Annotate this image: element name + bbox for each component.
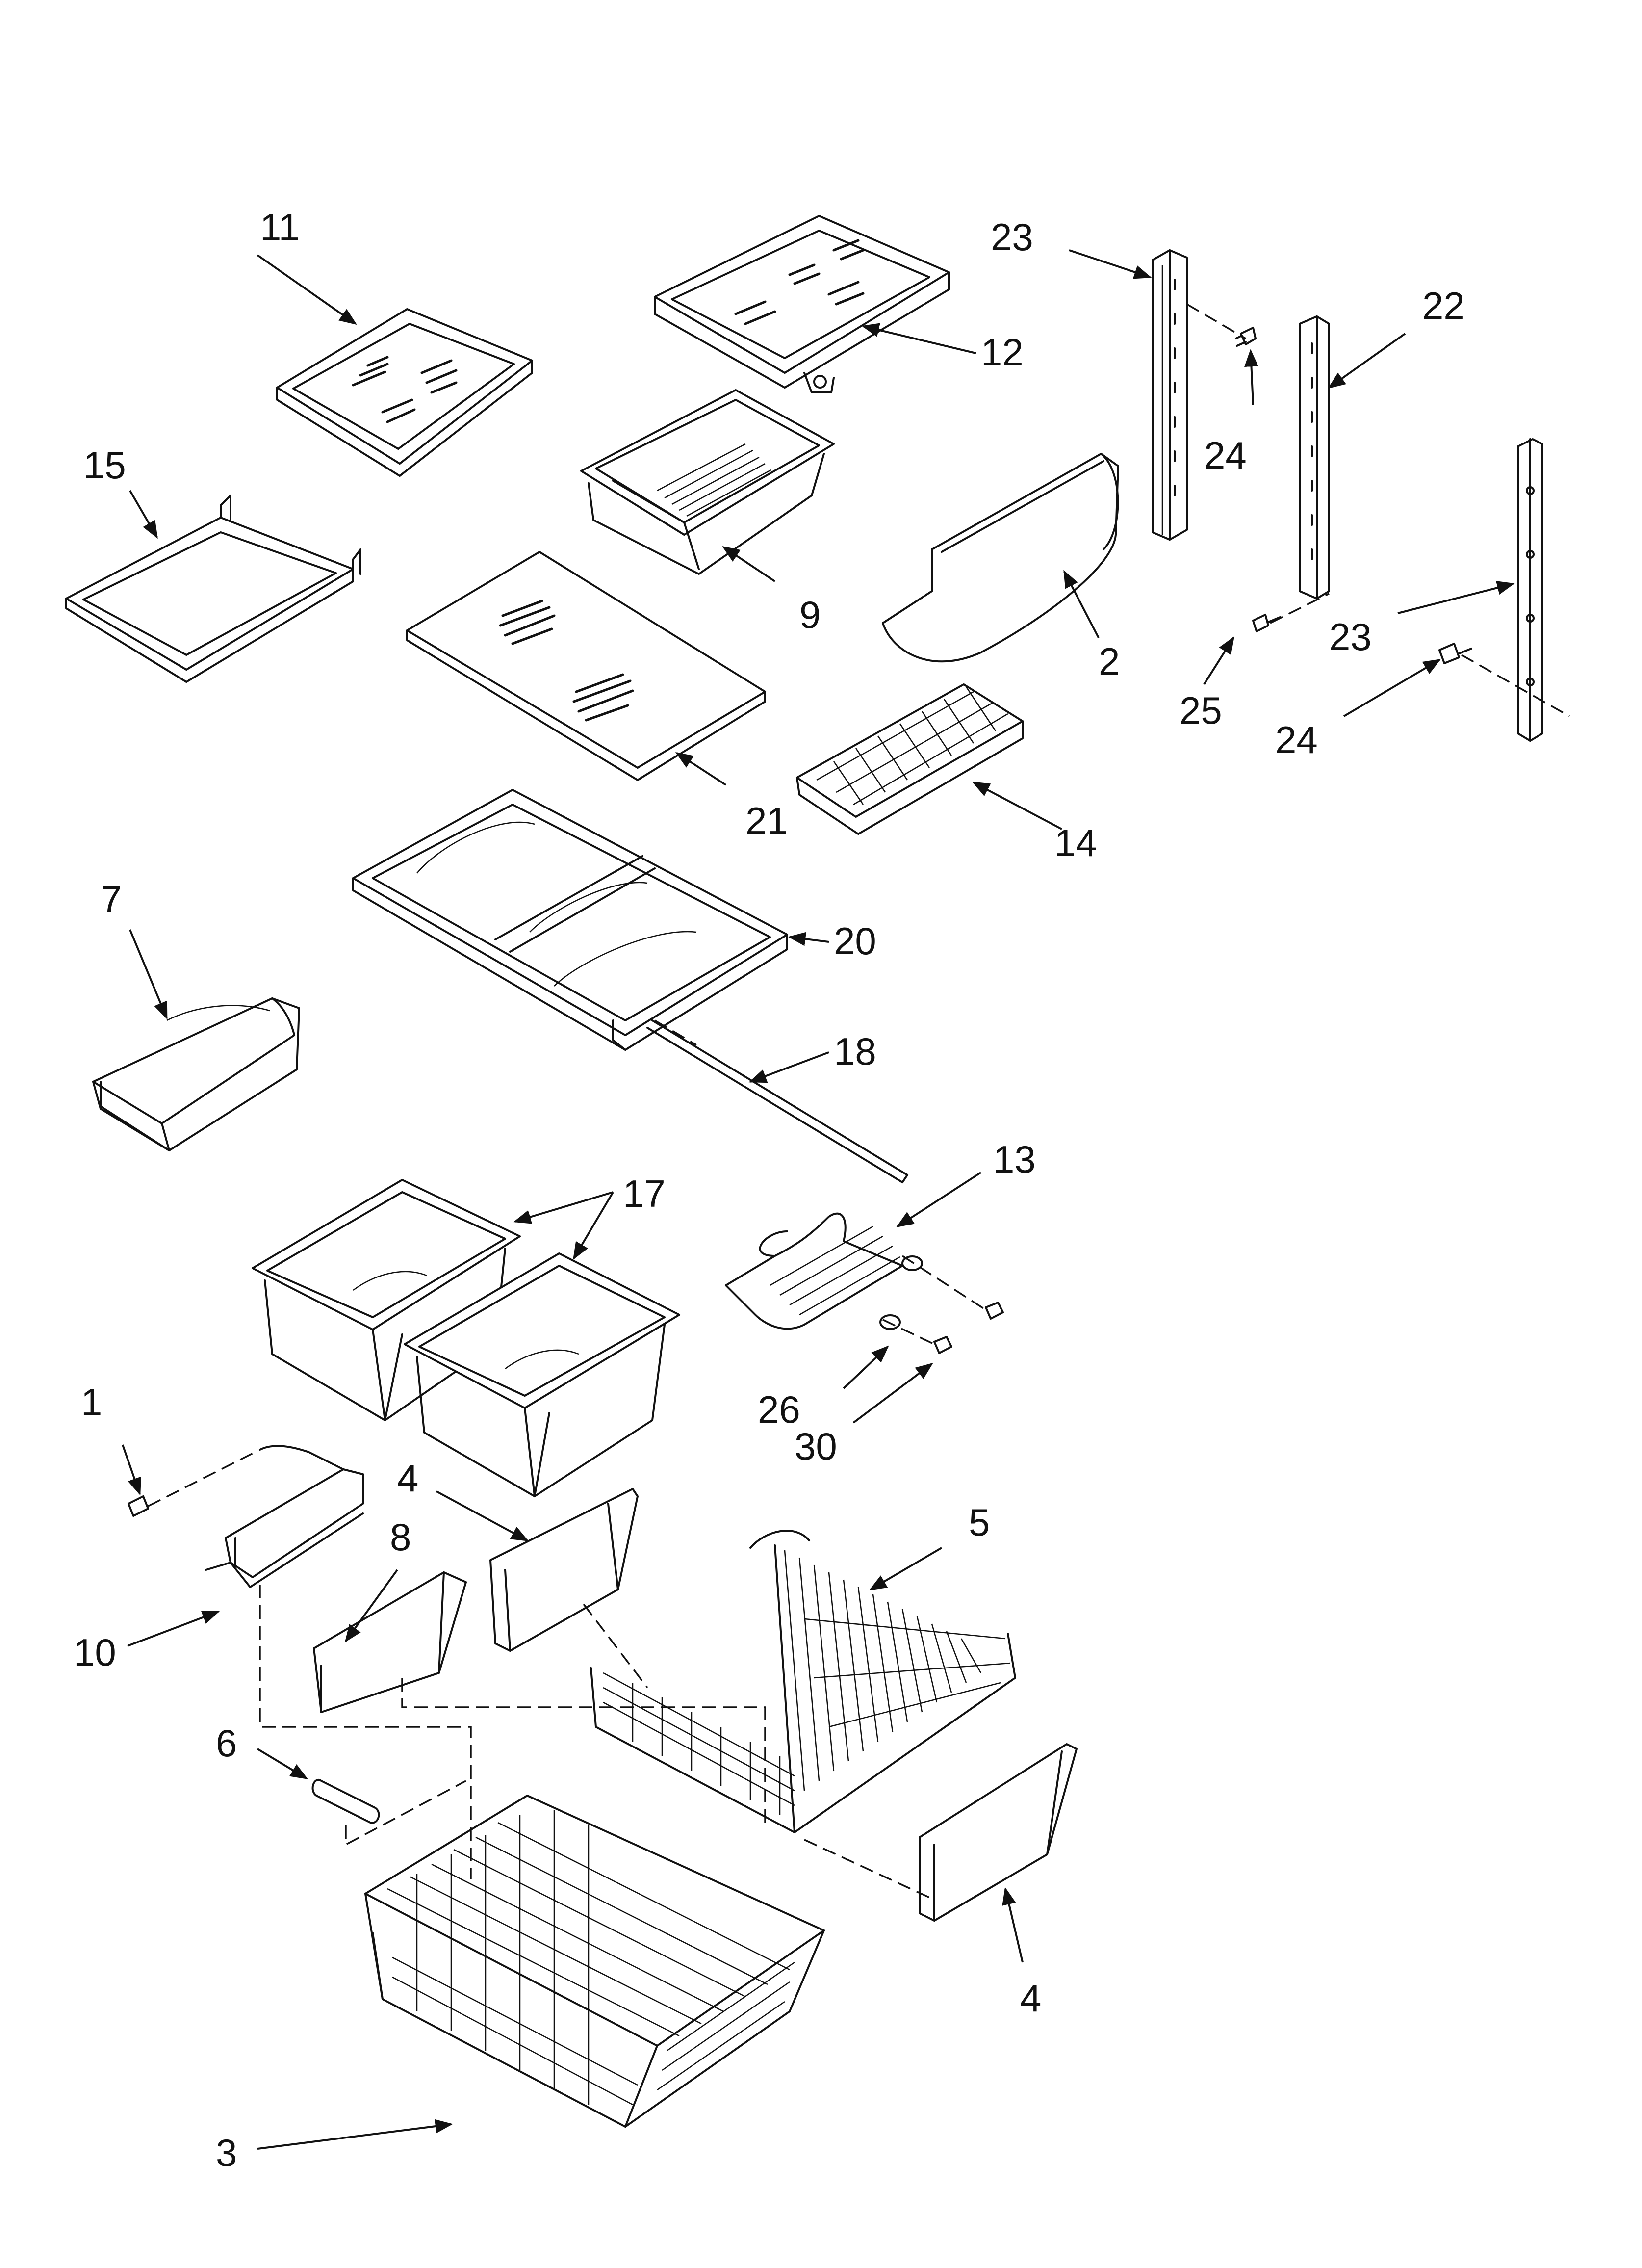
callout-6: 6	[216, 1721, 237, 1765]
dash-13-screw-upper	[902, 1255, 986, 1311]
part-13-wire-rack	[725, 1212, 903, 1330]
callout-23-upper: 23	[991, 215, 1033, 259]
part-3-freezer-basket	[364, 1795, 825, 2128]
callout-4-upper: 4	[397, 1457, 418, 1500]
part-10-basket-handle	[205, 1445, 364, 1588]
callout-22: 22	[1422, 284, 1465, 327]
callout-4-lower: 4	[1020, 1977, 1041, 2020]
callout-18: 18	[834, 1030, 876, 1073]
part-23-shelf-rail-upper	[1152, 249, 1188, 541]
callout-25: 25	[1180, 689, 1222, 732]
part-18-rod	[646, 1019, 908, 1183]
screw-25	[1252, 614, 1281, 632]
part-4-divider-lower	[919, 1743, 1078, 1922]
screw-24-lower	[1438, 643, 1472, 664]
dash-rail-screw-upper	[1186, 303, 1246, 339]
part-8-divider	[313, 1571, 467, 1713]
part-20-crisper-cover	[352, 789, 788, 1051]
dash-rod-frame	[654, 1019, 697, 1046]
callout-9: 9	[799, 593, 821, 636]
part-5-wire-divider-rack	[590, 1530, 1016, 1833]
callout-30: 30	[795, 1425, 837, 1468]
callout-13: 13	[993, 1138, 1036, 1181]
part-6-pin	[311, 1779, 380, 1824]
callout-11: 11	[260, 206, 300, 249]
part-12-glass-shelf	[654, 215, 950, 393]
part-2-ice-bin	[882, 453, 1119, 663]
callout-10: 10	[74, 1631, 116, 1674]
callout-26: 26	[758, 1388, 800, 1431]
callout-12: 12	[981, 331, 1024, 374]
dash-1-handle	[148, 1451, 256, 1507]
dash-divider4-rack	[583, 1603, 648, 1689]
callout-7: 7	[101, 878, 122, 921]
part-21-glass-panel	[406, 551, 766, 781]
dash-handle-basket	[259, 1585, 472, 1879]
leader-arrows	[122, 249, 1515, 2150]
callout-14: 14	[1054, 821, 1097, 864]
part-15-shelf-frame	[65, 495, 361, 683]
dash-pin-basket	[345, 1780, 466, 1846]
callout-24-upper: 24	[1204, 434, 1247, 477]
callout-20: 20	[834, 919, 876, 963]
callout-15: 15	[83, 443, 126, 487]
part-9-meat-drawer	[580, 389, 835, 575]
callout-8: 8	[390, 1515, 411, 1559]
callout-2: 2	[1099, 640, 1120, 683]
dash-rail-screw-24	[1461, 654, 1570, 717]
callout-23-lower: 23	[1329, 615, 1372, 658]
screw-30	[933, 1302, 1004, 1354]
screw-24-upper	[1235, 327, 1257, 347]
dash-divider-rack	[401, 1678, 766, 1825]
callout-labels: 11 12 15 9 21 2 23 24 22 25 23 24 14 20 …	[74, 206, 1465, 2174]
part-17-crisper-drawer-right	[404, 1252, 680, 1497]
dash-rack-divider4	[804, 1839, 932, 1900]
part-11-glass-shelf	[276, 308, 533, 477]
callout-21: 21	[745, 799, 788, 842]
screw-1	[128, 1495, 149, 1517]
part-14-ice-tray	[796, 683, 1024, 835]
callout-24-lower: 24	[1275, 718, 1318, 761]
part-22-shelf-rail	[1299, 315, 1330, 600]
callout-5: 5	[969, 1501, 990, 1544]
part-23-shelf-rail-lower	[1517, 438, 1543, 742]
part-4-divider-upper	[489, 1488, 639, 1652]
dash-rail-screw-25	[1270, 593, 1330, 624]
callout-17: 17	[623, 1172, 666, 1215]
callout-3: 3	[216, 2131, 237, 2174]
callout-1: 1	[81, 1381, 102, 1424]
part-7-door-bin	[92, 997, 300, 1151]
dash-13-screw-lower	[882, 1319, 935, 1345]
